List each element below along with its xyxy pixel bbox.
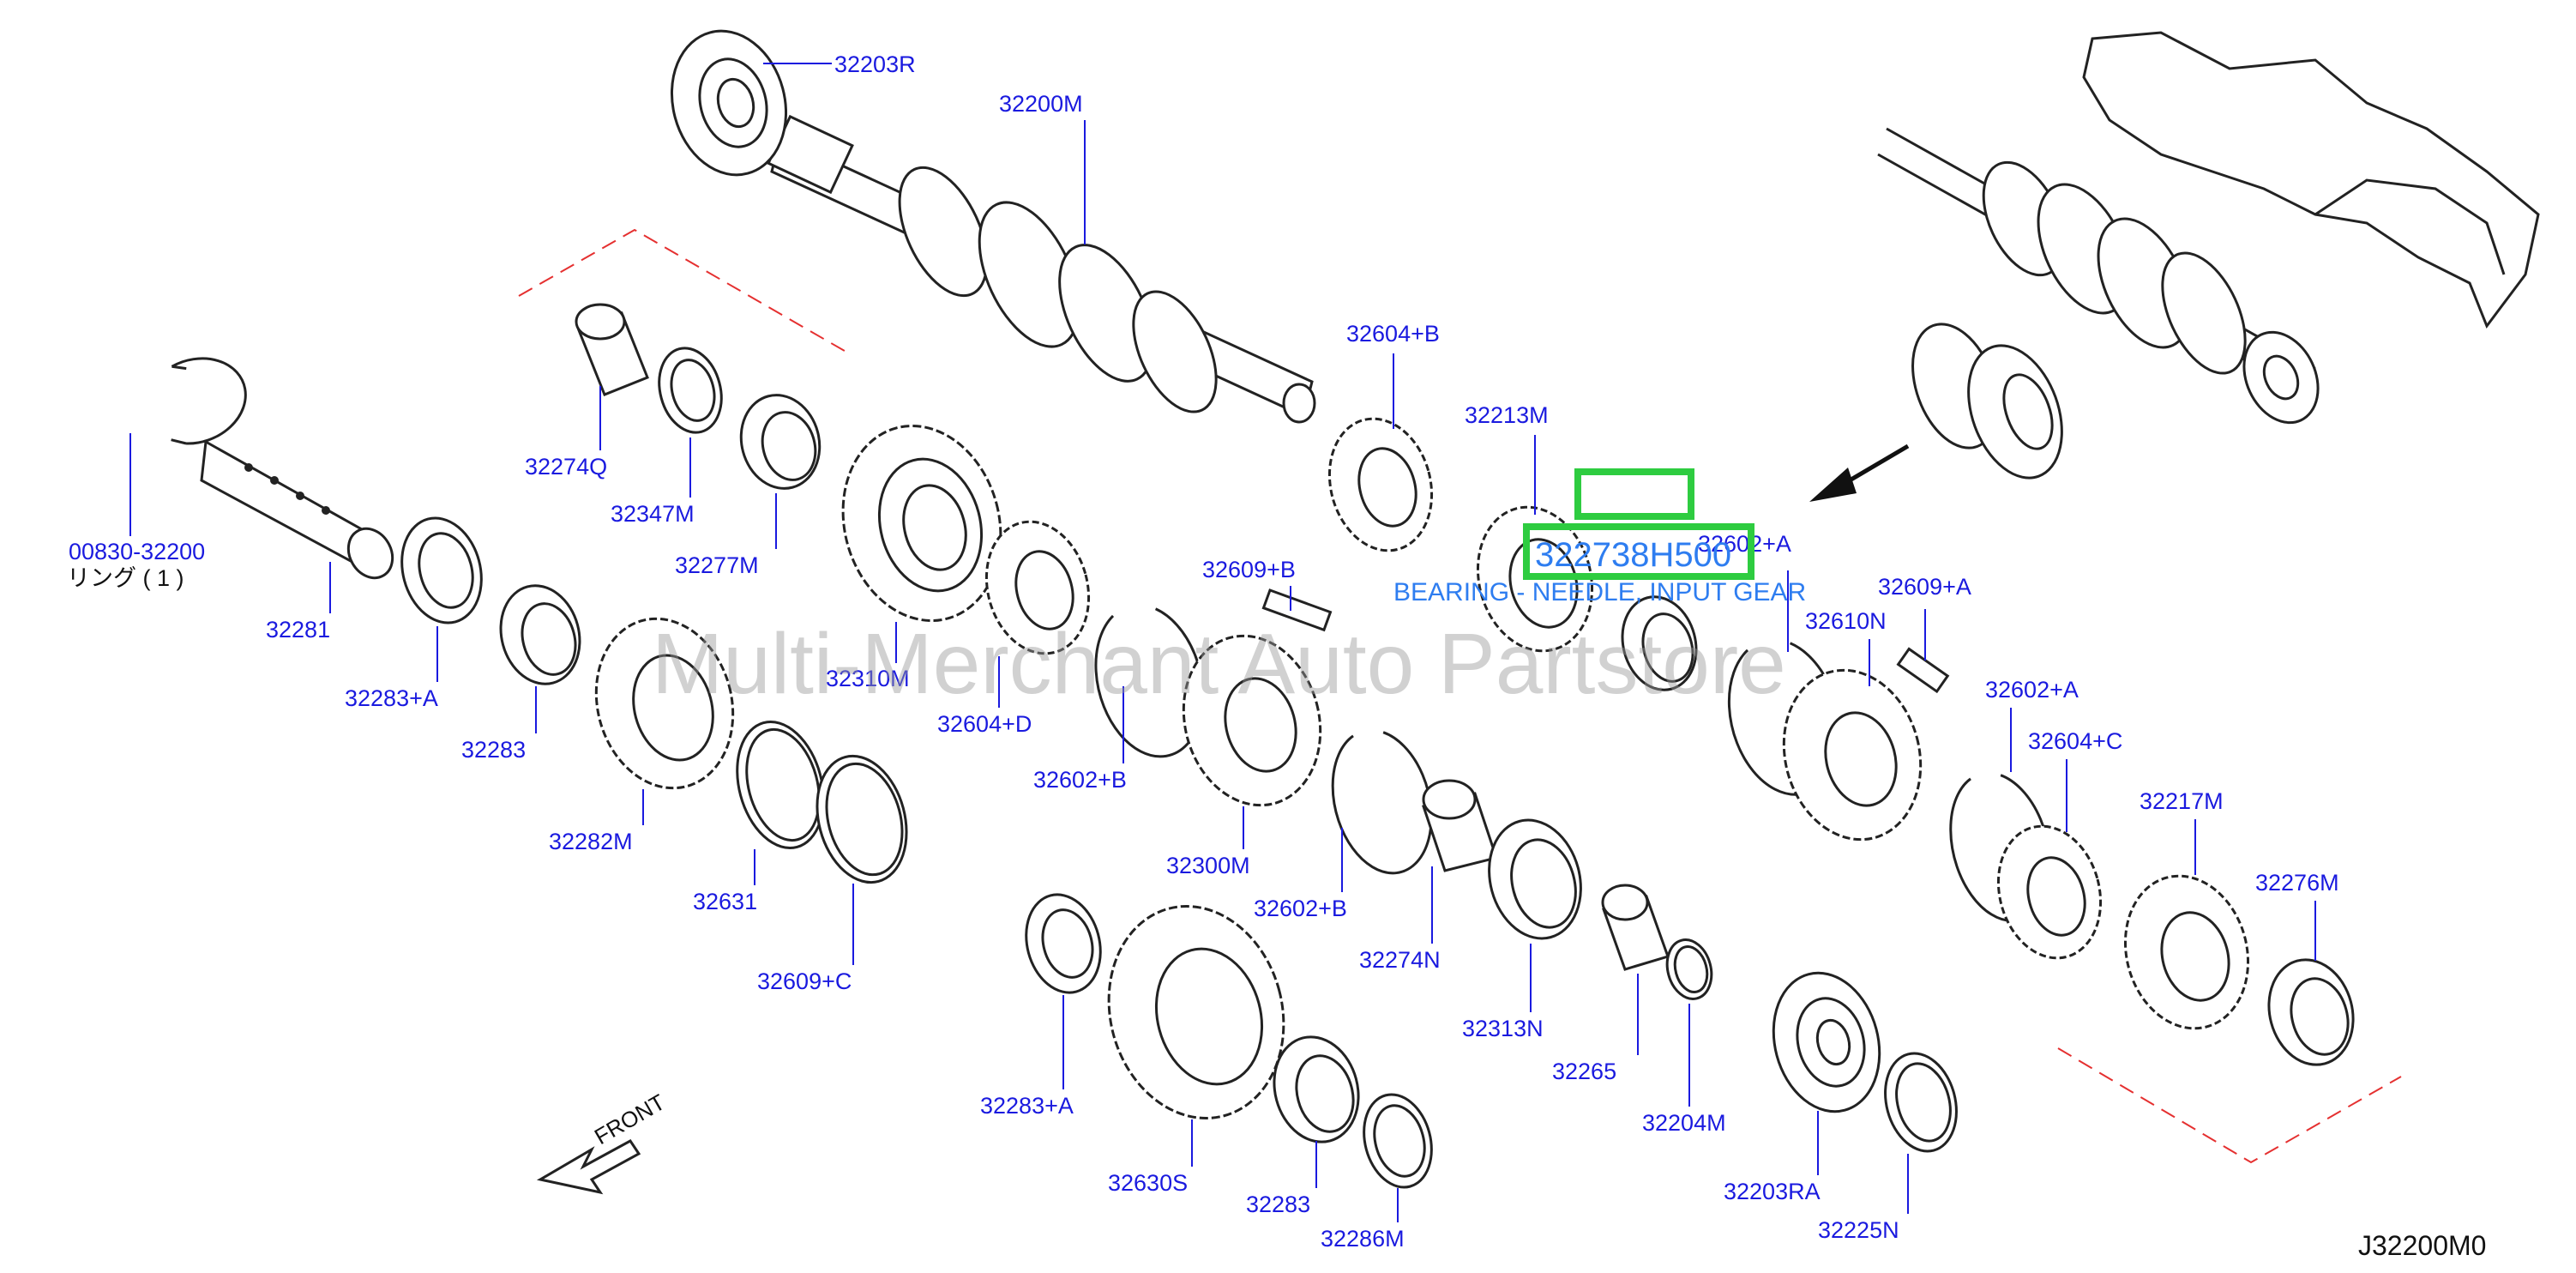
part-shape-32630S — [1107, 905, 1285, 1119]
part-label-32604C[interactable]: 32604+C — [2028, 728, 2122, 754]
part-label-32217M[interactable]: 32217M — [2140, 788, 2224, 814]
front-arrow-icon — [536, 1139, 641, 1195]
watermark: Multi-Merchant Auto Partstore — [652, 616, 1786, 712]
part-label-32283A[interactable]: 32283+A — [980, 1093, 1074, 1119]
part-label-32347M[interactable]: 32347M — [611, 501, 695, 527]
part-shape-32604D — [984, 520, 1091, 655]
part-label-32204M[interactable]: 32204M — [1642, 1110, 1726, 1136]
part-label-32609B[interactable]: 32609+B — [1202, 557, 1296, 582]
part-shape-32274N — [1422, 779, 1498, 872]
part-shape-32347M — [658, 347, 723, 434]
part-shape-32604C — [1996, 824, 2103, 960]
part-label-32313N[interactable]: 32313N — [1462, 1016, 1544, 1041]
part-label-32283[interactable]: 32283 — [461, 737, 526, 763]
part-shape-32277M — [739, 394, 822, 490]
part-label-32265[interactable]: 32265 — [1552, 1059, 1616, 1084]
part-shape-32300M — [1182, 634, 1322, 807]
part-shape-32281 — [200, 439, 394, 580]
part-shape-32204M — [1665, 938, 1713, 1000]
part-label-32300M[interactable]: 32300M — [1166, 853, 1250, 878]
part-label-32281[interactable]: 32281 — [266, 617, 330, 643]
part-label-32225N[interactable]: 32225N — [1818, 1217, 1899, 1243]
part-shape-00830 — [171, 357, 247, 445]
part-shape-32217M — [2123, 874, 2250, 1030]
ring-note: リング ( 1 ) — [67, 565, 184, 591]
assembly-outline — [2082, 31, 2540, 329]
part-label-32630S[interactable]: 32630S — [1108, 1170, 1188, 1196]
part-label-32203RA[interactable]: 32203RA — [1724, 1179, 1821, 1204]
part-shape-32610N — [1782, 668, 1923, 842]
part-shape-32602B2 — [1331, 731, 1433, 875]
part-shape-32631 — [736, 720, 825, 850]
part-label-32602A[interactable]: 32602+A — [1985, 677, 2079, 703]
part-shape-32274Q — [575, 303, 649, 396]
part-shape-32283a — [499, 584, 581, 685]
assembled-gear-cluster — [1911, 323, 2063, 480]
part-label-32610N[interactable]: 32610N — [1805, 608, 1887, 634]
part-shape-32200M — [767, 114, 1316, 424]
part-label-32286M[interactable]: 32286M — [1321, 1226, 1405, 1252]
part-label-32602B[interactable]: 32602+B — [1254, 896, 1347, 921]
part-label-32203R[interactable]: 32203R — [834, 51, 916, 77]
part-label-32609A[interactable]: 32609+A — [1878, 574, 1971, 600]
highlight-box-number[interactable] — [1523, 523, 1754, 580]
arrow-icon — [1809, 443, 1910, 502]
part-label-32310M[interactable]: 32310M — [826, 666, 910, 691]
highlight-box-part[interactable] — [1574, 468, 1694, 520]
diagram-code: J32200M0 — [2358, 1230, 2486, 1261]
part-label-32609C[interactable]: 32609+C — [757, 968, 852, 994]
assembly-bracket-right — [2057, 1047, 2402, 1164]
part-shape-32283A1 — [400, 516, 483, 624]
part-label-32631[interactable]: 32631 — [693, 889, 757, 914]
part-label-32283[interactable]: 32283 — [1246, 1192, 1310, 1217]
part-shape-32283b — [1273, 1035, 1360, 1143]
part-label-32276M[interactable]: 32276M — [2255, 870, 2339, 896]
part-shape-32602B1 — [1094, 607, 1205, 758]
part-label-32274N[interactable]: 32274N — [1359, 947, 1441, 973]
part-label-32283A[interactable]: 32283+A — [345, 685, 438, 711]
part-label-32604B[interactable]: 32604+B — [1346, 321, 1440, 347]
part-shape-32273M — [1621, 595, 1698, 691]
part-shape-32203RA — [1772, 971, 1881, 1113]
part-shape-32265 — [1601, 884, 1670, 971]
part-shape-32609C — [816, 754, 908, 884]
highlight-description: BEARING - NEEDLE, INPUT GEAR — [1393, 578, 1806, 606]
part-label-32277M[interactable]: 32277M — [675, 552, 759, 578]
part-label-32604D[interactable]: 32604+D — [937, 711, 1032, 737]
part-label-32274Q[interactable]: 32274Q — [525, 454, 607, 480]
part-shape-32276M — [2267, 958, 2355, 1066]
part-label-0083032200[interactable]: 00830-32200 — [69, 539, 205, 564]
part-shape-32282M — [594, 617, 735, 790]
part-shape-32604B — [1327, 417, 1434, 552]
part-shape-32203R — [670, 29, 788, 177]
part-label-32602A[interactable]: 32602+A — [1698, 531, 1791, 557]
part-shape-32310M — [841, 425, 1002, 622]
part-shape-32609A — [1896, 647, 1950, 694]
part-shape-32283A2 — [1025, 893, 1102, 994]
part-shape-32225N — [1884, 1052, 1958, 1153]
part-label-32200M[interactable]: 32200M — [999, 91, 1083, 117]
part-label-32282M[interactable]: 32282M — [549, 829, 633, 854]
part-shape-32286M — [1363, 1093, 1433, 1189]
part-shape-32313N — [1488, 818, 1582, 940]
part-label-32213M[interactable]: 32213M — [1465, 402, 1549, 428]
assembled-shaft — [1877, 127, 2320, 425]
part-shape-32609B — [1261, 588, 1333, 632]
highlight-part-number: 322738H500 — [1535, 536, 1731, 574]
assembly-bracket-left — [518, 228, 850, 354]
part-label-32602B[interactable]: 32602+B — [1033, 767, 1127, 793]
